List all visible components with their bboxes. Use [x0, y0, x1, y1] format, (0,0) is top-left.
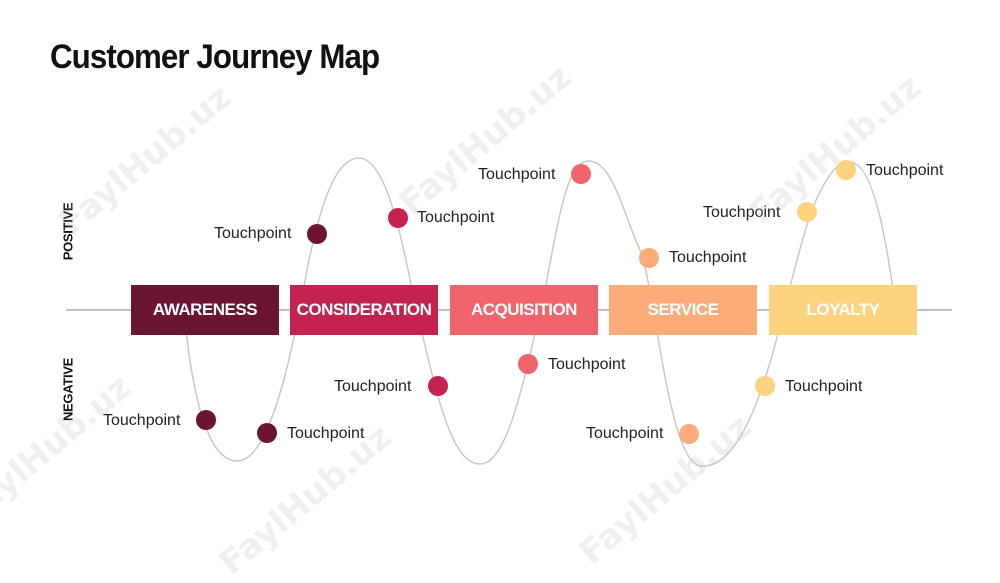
touchpoint-dot — [257, 423, 277, 443]
touchpoint-label: Touchpoint — [586, 425, 664, 442]
touchpoint-label: Touchpoint — [478, 166, 556, 183]
stage-loyalty: LOYALTY — [769, 285, 917, 335]
touchpoint-dot — [307, 224, 327, 244]
touchpoint-label: Touchpoint — [669, 249, 747, 266]
touchpoint-dot — [755, 376, 775, 396]
touchpoint-label: Touchpoint — [417, 209, 495, 226]
stage-consideration: CONSIDERATION — [290, 285, 438, 335]
touchpoint-dot — [196, 410, 216, 430]
touchpoint-label: Touchpoint — [866, 162, 944, 179]
stage-awareness: AWARENESS — [131, 285, 279, 335]
touchpoint-label: Touchpoint — [287, 425, 365, 442]
touchpoint-dot — [388, 208, 408, 228]
touchpoint-label: Touchpoint — [785, 378, 863, 395]
touchpoint-dot — [639, 248, 659, 268]
touchpoint-dot — [679, 424, 699, 444]
touchpoint-label: Touchpoint — [214, 225, 292, 242]
touchpoint-dot — [571, 164, 591, 184]
page-title: Customer Journey Map — [50, 38, 380, 76]
touchpoint-dot — [836, 160, 856, 180]
touchpoint-dot — [428, 376, 448, 396]
touchpoint-label: Touchpoint — [548, 356, 626, 373]
touchpoint-dot — [797, 202, 817, 222]
stage-acquisition: ACQUISITION — [450, 285, 598, 335]
touchpoint-label: Touchpoint — [703, 204, 781, 221]
journey-diagram — [66, 157, 952, 467]
touchpoint-label: Touchpoint — [103, 412, 181, 429]
touchpoint-dot — [518, 354, 538, 374]
journey-curve — [185, 157, 894, 467]
stage-service: SERVICE — [609, 285, 757, 335]
touchpoint-label: Touchpoint — [334, 378, 412, 395]
